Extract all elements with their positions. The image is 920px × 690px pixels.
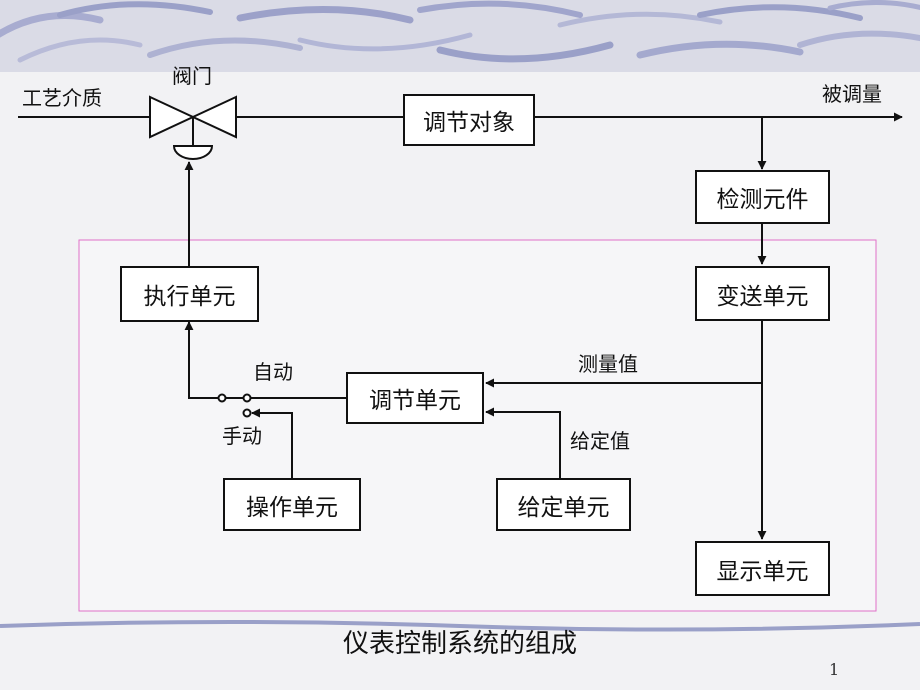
- arrow-manual-to-switch: [251, 408, 293, 478]
- valve-label: 阀门: [172, 64, 212, 88]
- display-block: 显示单元: [695, 541, 830, 596]
- setpoint-unit-block: 给定单元: [496, 478, 631, 531]
- output-label: 被调量: [822, 82, 882, 106]
- auto-manual-switch: [217, 393, 252, 418]
- arrow-to-actuator: [184, 321, 218, 399]
- page-number: 1: [829, 660, 840, 679]
- process-block: 调节对象: [403, 94, 535, 146]
- manual-mode-label: 手动: [222, 424, 262, 448]
- valve-symbol: [149, 95, 237, 160]
- transmitter-block: 变送单元: [695, 266, 830, 321]
- arrow-setpoint-value: [485, 407, 561, 478]
- setpoint-value-label: 给定值: [570, 429, 630, 453]
- bottom-wave-decoration: [0, 620, 920, 632]
- controller-block: 调节单元: [346, 372, 484, 424]
- sensor-block: 检测元件: [695, 170, 830, 224]
- measured-value-label: 测量值: [578, 352, 638, 376]
- input-label: 工艺介质: [22, 86, 102, 110]
- slide-caption: 仪表控制系统的组成: [342, 629, 577, 659]
- actuator-block: 执行单元: [120, 266, 259, 322]
- top-wave-decoration: [0, 0, 920, 72]
- auto-mode-label: 自动: [253, 360, 293, 384]
- manual-operator-block: 操作单元: [223, 478, 361, 531]
